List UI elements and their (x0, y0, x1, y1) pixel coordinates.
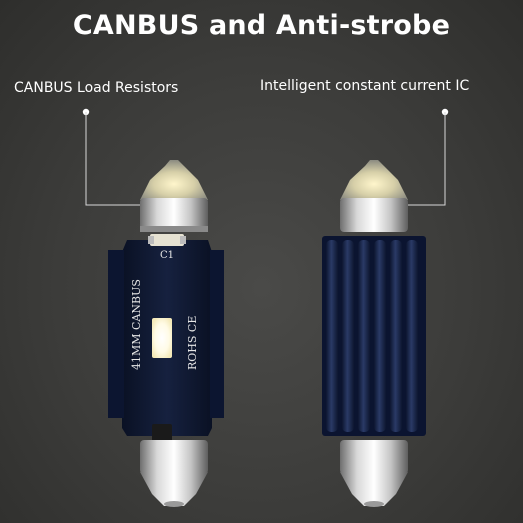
callout-line-right (405, 108, 449, 206)
callout-label-constant-current-ic: Intelligent constant current IC (260, 78, 470, 94)
callout-line-left (82, 108, 150, 206)
led-chip (152, 318, 172, 358)
heatsink-fins (326, 240, 418, 432)
right-bulb (322, 160, 426, 507)
callout-label-load-resistors: CANBUS Load Resistors (14, 80, 179, 96)
pcb-side-right (210, 250, 224, 418)
load-resistor (150, 234, 184, 246)
banner-title: CANBUS and Anti-strobe (72, 10, 451, 41)
pcb-side-left (108, 250, 124, 418)
left-bulb (108, 160, 224, 507)
pcb-marking-c1: C1 (160, 250, 174, 261)
pcb-marking-cert: ROHS CE (186, 316, 199, 370)
pcb-marking-model: 41MM CANBUS (130, 279, 143, 370)
driver-ic (152, 424, 172, 442)
